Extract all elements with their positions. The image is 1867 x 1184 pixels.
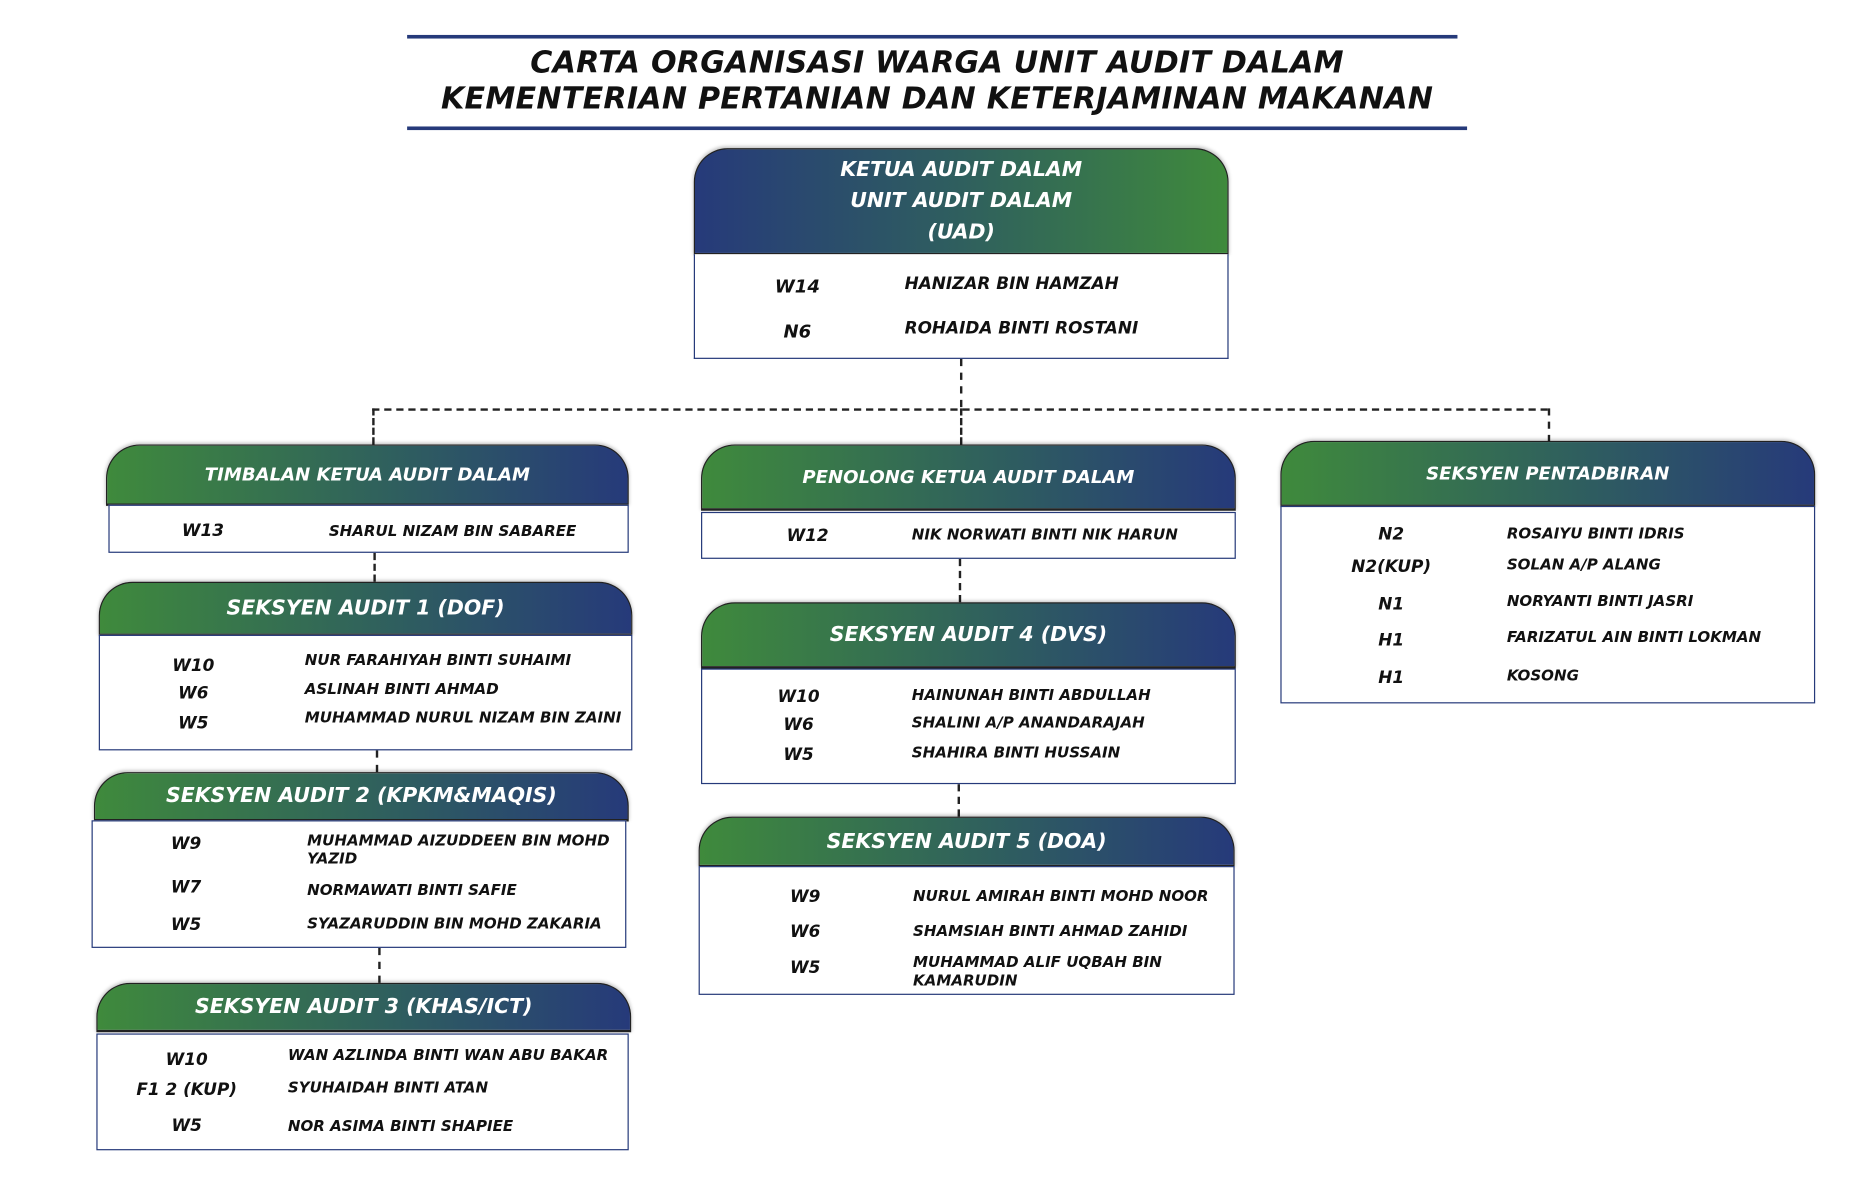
member-name: SYUHAIDAH BINTI ATAN — [287, 1078, 489, 1097]
unit-ketua-audit-dalam: KETUA AUDIT DALAM UNIT AUDIT DALAM (UAD)… — [693, 148, 1229, 359]
chart-title-line-2: KEMENTERIAN PERTANIAN DAN KETERJAMINAN M… — [440, 80, 1434, 116]
unit-header: SEKSYEN AUDIT 3 (KHAS/ICT) — [96, 982, 632, 1033]
member-name: NIK NORWATI BINTI NIK HARUN — [911, 525, 1178, 544]
connector-line — [372, 408, 375, 445]
member-grade: W9 — [170, 834, 202, 854]
unit-members: W14 HANIZAR BIN HAMZAH N6 ROHAIDA BINTI ROS… — [693, 254, 1229, 359]
unit-header: SEKSYEN AUDIT 1 (DOF) — [98, 581, 633, 636]
member-name: MUHAMMAD ALIF UQBAH BIN KAMARUDIN — [913, 952, 1162, 989]
member-grade: W12 — [786, 526, 829, 546]
member-name: NURUL AMIRAH BINTI MOHD NOOR — [913, 886, 1209, 905]
member-grade: W5 — [790, 958, 821, 979]
unit-timbalan-ketua: TIMBALAN KETUA AUDIT DALAM W13 SHARUL NIZ… — [105, 444, 629, 553]
connector-line — [959, 358, 963, 408]
member-grade: W6 — [790, 922, 821, 942]
member-grade: W6 — [783, 715, 814, 735]
member-name: NOR ASIMA BINTI SHAPIEE — [287, 1116, 514, 1135]
member-name: NORYANTI BINTI JASRI — [1506, 591, 1694, 610]
unit-title-line: KETUA AUDIT DALAM — [840, 157, 1083, 182]
member-name: SYAZARUDDIN BIN MOHD ZAKARIA — [307, 914, 602, 933]
unit-title: SEKSYEN PENTADBIRAN — [1426, 462, 1670, 485]
member-name: ASLINAH BINTI AHMAD — [304, 679, 499, 698]
unit-title: SEKSYEN AUDIT 5 (DOA) — [826, 829, 1107, 854]
member-name: SHAHIRA BINTI HUSSAIN — [911, 743, 1121, 762]
connector-line — [375, 750, 379, 773]
unit-title: SEKSYEN AUDIT 1 (DOF) — [226, 596, 505, 621]
connector-line — [958, 558, 962, 603]
unit-members: N2 ROSAIYU BINTI IDRIS N2(KUP) SOLAN A/P AL… — [1280, 505, 1816, 704]
unit-seksyen-audit-4: SEKSYEN AUDIT 4 (DVS) W10 HAINUNAH BINTI … — [701, 602, 1236, 785]
unit-title: SEKSYEN AUDIT 4 (DVS) — [829, 622, 1108, 647]
unit-members: W9 NURUL AMIRAH BINTI MOHD NOOR W6 SHAMSIAH… — [698, 866, 1235, 995]
member-grade: N2 — [1378, 525, 1405, 545]
unit-header: SEKSYEN AUDIT 4 (DVS) — [701, 602, 1236, 669]
unit-header: SEKSYEN AUDIT 2 (KPKM&MAQIS) — [93, 772, 629, 822]
member-name: SHARUL NIZAM BIN SABAREE — [328, 521, 577, 540]
member-grade: W14 — [774, 275, 820, 298]
connector-line — [959, 408, 963, 445]
member-grade: W10 — [165, 1050, 208, 1070]
unit-header: TIMBALAN KETUA AUDIT DALAM — [105, 444, 629, 506]
member-grade: N1 — [1378, 595, 1405, 615]
member-grade: N6 — [783, 320, 812, 343]
unit-penolong-ketua: PENOLONG KETUA AUDIT DALAM W12 NIK NORWAT… — [701, 444, 1236, 559]
member-grade: W10 — [172, 656, 215, 676]
member-grade: F1 2 (KUP) — [136, 1080, 238, 1100]
connector-line — [373, 552, 376, 582]
member-name: KOSONG — [1506, 666, 1579, 685]
member-grade: W9 — [790, 887, 821, 907]
unit-title-line: (UAD) — [927, 220, 995, 245]
member-grade: W13 — [181, 521, 224, 541]
unit-members: W10 NUR FARAHIYAH BINTI SUHAIMI W6 ASLINAH … — [98, 634, 633, 751]
member-name: HAINUNAH BINTI ABDULLAH — [911, 685, 1151, 704]
title-rule-top — [407, 34, 1458, 39]
unit-header: SEKSYEN PENTADBIRAN — [1280, 440, 1816, 508]
member-grade: H1 — [1378, 631, 1405, 651]
member-name: WAN AZLINDA BINTI WAN ABU BAKAR — [287, 1045, 609, 1064]
unit-seksyen-pentadbiran: SEKSYEN PENTADBIRAN N2 ROSAIYU BINTI IDRI… — [1280, 440, 1816, 704]
member-name: HANIZAR BIN HAMZAH — [904, 274, 1119, 294]
chart-title-line-1: CARTA ORGANISASI WARGA UNIT AUDIT DALAM — [530, 44, 1344, 80]
member-name: ROSAIYU BINTI IDRIS — [1506, 523, 1685, 543]
member-name: MUHAMMAD AIZUDDEEN BIN MOHD YAZID — [307, 831, 610, 868]
member-grade: W5 — [170, 915, 202, 935]
unit-seksyen-audit-1: SEKSYEN AUDIT 1 (DOF) W10 NUR FARAHIYAH B… — [98, 581, 633, 751]
unit-seksyen-audit-5: SEKSYEN AUDIT 5 (DOA) W9 NURUL AMIRAH BIN… — [698, 816, 1235, 995]
connector-line — [957, 784, 960, 817]
member-grade: W5 — [171, 1116, 202, 1136]
unit-title: SEKSYEN AUDIT 3 (KHAS/ICT) — [195, 994, 533, 1020]
unit-members: W10 HAINUNAH BINTI ABDULLAH W6 SHALINI A/P … — [701, 668, 1236, 785]
connector-line — [1547, 408, 1551, 443]
member-grade: H1 — [1378, 668, 1405, 688]
member-name: NUR FARAHIYAH BINTI SUHAIMI — [304, 650, 572, 669]
unit-members: W10 WAN AZLINDA BINTI WAN ABU BAKAR F1 2 (… — [96, 1033, 629, 1151]
member-grade: W7 — [170, 878, 202, 898]
unit-title: PENOLONG KETUA AUDIT DALAM — [802, 466, 1135, 488]
unit-title: SEKSYEN AUDIT 2 (KPKM&MAQIS) — [165, 784, 557, 809]
member-name: MUHAMMAD NURUL NIZAM BIN ZAINI — [304, 708, 622, 727]
unit-header: SEKSYEN AUDIT 5 (DOA) — [698, 816, 1235, 868]
member-name: ROHAIDA BINTI ROSTANI — [904, 319, 1139, 339]
unit-members: W9 MUHAMMAD AIZUDDEEN BIN MOHD YAZID W7 NOR… — [91, 820, 627, 948]
unit-seksyen-audit-3: SEKSYEN AUDIT 3 (KHAS/ICT) W10 WAN AZLIND… — [96, 982, 632, 1151]
member-name: NORMAWATI BINTI SAFIE — [307, 880, 517, 899]
unit-title-line: UNIT AUDIT DALAM — [850, 189, 1073, 214]
title-rule-bottom — [407, 126, 1468, 131]
member-grade: W5 — [178, 714, 209, 734]
unit-members: W12 NIK NORWATI BINTI NIK HARUN — [701, 511, 1236, 559]
member-name: SHALINI A/P ANANDARAJAH — [911, 713, 1145, 732]
member-name: FARIZATUL AIN BINTI LOKMAN — [1506, 627, 1762, 646]
member-grade: W6 — [178, 684, 209, 704]
member-name: SOLAN A/P ALANG — [1506, 555, 1661, 574]
member-grade: W10 — [777, 687, 820, 708]
member-grade: W5 — [783, 745, 814, 765]
member-name: SHAMSIAH BINTI AHMAD ZAHIDI — [913, 921, 1188, 940]
unit-title: TIMBALAN KETUA AUDIT DALAM — [204, 463, 530, 486]
unit-seksyen-audit-2: SEKSYEN AUDIT 2 (KPKM&MAQIS) W9 MUHAMMAD … — [91, 772, 629, 948]
unit-header: PENOLONG KETUA AUDIT DALAM — [701, 444, 1236, 511]
unit-header: KETUA AUDIT DALAM UNIT AUDIT DALAM (UAD) — [693, 148, 1229, 256]
member-grade: N2(KUP) — [1351, 557, 1432, 577]
connector-line — [378, 947, 381, 983]
unit-members: W13 SHARUL NIZAM BIN SABAREE — [108, 504, 629, 553]
